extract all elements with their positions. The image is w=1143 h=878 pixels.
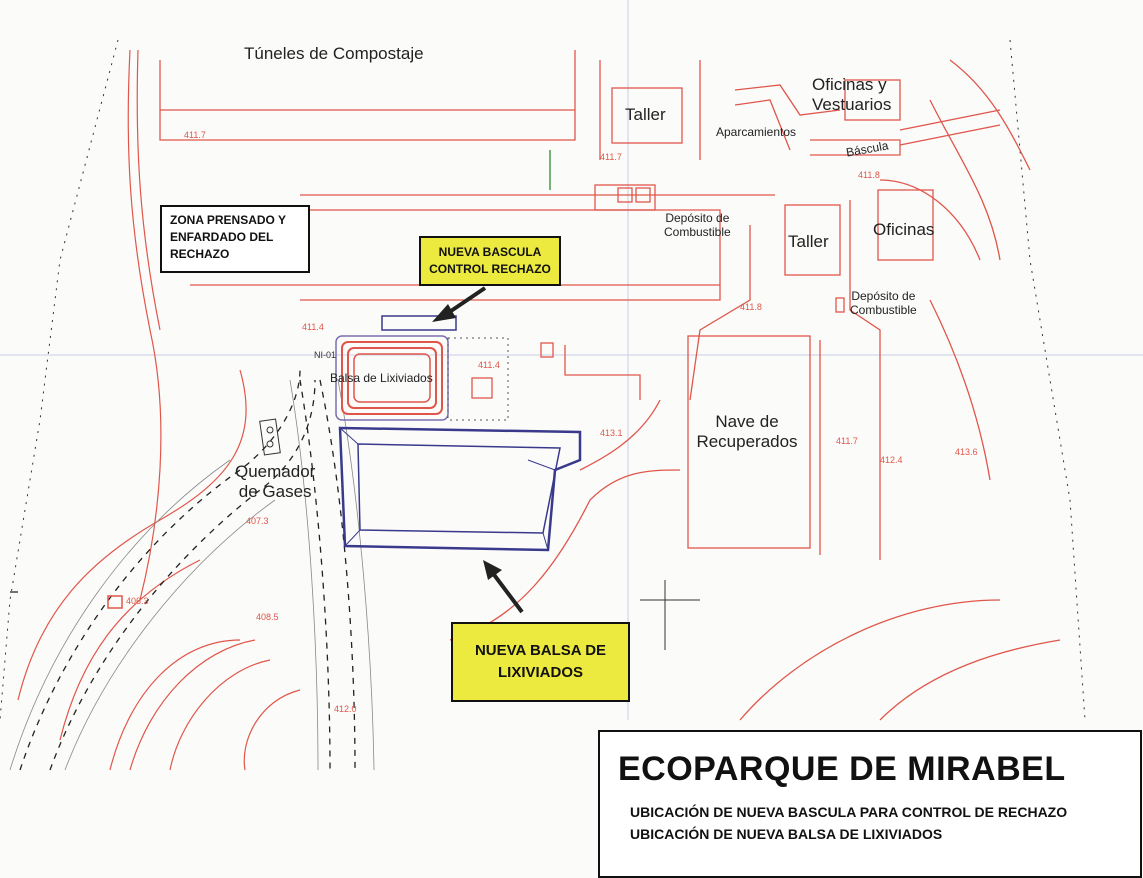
elevation-label: 413.1 [600, 428, 623, 438]
elevation-label: 413.6 [955, 447, 978, 457]
label-deposito-2: Depósito de Combustible [850, 289, 917, 318]
elevation-label: 408.5 [256, 612, 279, 622]
label-oficinas-vestuarios-2: Vestuarios [812, 95, 892, 114]
building-outlines [159, 50, 1061, 721]
existing-leachate-pond [335, 335, 509, 421]
label-nave-line2: Recuperados [696, 431, 798, 451]
label-deposito-1-line2: Combustible [664, 224, 731, 239]
callout-nueva-bascula: NUEVA BASCULA CONTROL RECHAZO [419, 236, 561, 286]
callout-zona-line1: ZONA PRENSADO Y [170, 213, 287, 227]
label-oficinas: Oficinas [873, 220, 935, 239]
elevation-label: 411.4 [302, 322, 324, 332]
elevation-label: 411.4 [478, 360, 500, 370]
label-nave-line1: Nave de [715, 412, 779, 431]
label-tuneles-compostaje: Túneles de Compostaje [244, 44, 424, 63]
elevation-label: 412.4 [880, 455, 903, 465]
elevation-label: 412.0 [334, 704, 357, 714]
label-aparcamientos: Aparcamientos [716, 125, 797, 139]
callout-zona-line2: ENFARDADO DEL [170, 230, 274, 244]
label-quemador-line2: de Gases [238, 481, 312, 501]
label-nave-recuperados: Nave de Recuperados [688, 412, 806, 451]
pond-code-label: NI-01 [314, 350, 337, 360]
new-weighbridge [381, 315, 457, 331]
callout-balsa-line1: NUEVA BALSA DE [474, 642, 607, 659]
label-deposito-1: Depósito de Combustible [664, 211, 731, 240]
map-title: ECOPARQUE DE MIRABEL [618, 750, 1066, 788]
label-deposito-2-line1: Depósito de [851, 289, 916, 303]
road-edges [9, 379, 375, 771]
label-quemador-line1: Quemador [235, 462, 316, 481]
title-block: ECOPARQUE DE MIRABEL UBICACIÓN DE NUEVA … [598, 730, 1142, 878]
survey-crosshair [640, 580, 700, 650]
elevation-label: 407.3 [246, 516, 269, 526]
contour-lines-left [17, 49, 301, 771]
label-oficinas-vestuarios-1: Oficinas y [812, 75, 887, 94]
callout-bascula-line2: CONTROL RECHAZO [429, 262, 551, 276]
gas-burner [259, 418, 281, 456]
label-deposito-1-line1: Depósito de [665, 211, 730, 225]
elevation-label: 406.3 [126, 596, 149, 606]
callout-zona-line3: RECHAZO [170, 247, 230, 261]
callout-nueva-balsa: NUEVA BALSA DE LIXIVIADOS [451, 622, 630, 702]
callout-bascula-line1: NUEVA BASCULA [438, 245, 542, 259]
callout-balsa-line2: LIXIVIADOS [497, 664, 583, 681]
elevation-label: 411.8 [858, 170, 880, 180]
arrow-to-balsa [483, 560, 524, 614]
elevation-label: 411.7 [836, 436, 858, 446]
label-taller-top: Taller [625, 105, 666, 124]
label-deposito-2-line2: Combustible [850, 302, 917, 317]
elevation-label: 411.7 [600, 152, 622, 162]
arrow-to-bascula [432, 286, 487, 322]
road-lines [19, 369, 356, 771]
callout-zona-prensado: ZONA PRENSADO Y ENFARDADO DEL RECHAZO [160, 205, 310, 273]
title-subtitle-2: UBICACIÓN DE NUEVA BALSA DE LIXIVIADOS [630, 826, 943, 842]
new-leachate-pond [338, 426, 582, 552]
site-marker [107, 595, 123, 609]
label-balsa-lixiviados: Balsa de Lixiviados [330, 371, 433, 385]
label-taller-mid: Taller [788, 232, 829, 251]
left-boundary-line [0, 39, 119, 721]
label-quemador-gases: Quemador de Gases [235, 462, 315, 501]
right-boundary-line [1009, 39, 1086, 721]
title-subtitle-1: UBICACIÓN DE NUEVA BASCULA PARA CONTROL … [630, 804, 1068, 820]
coordinate-grid [0, 0, 1143, 720]
elevation-label: 411.7 [184, 130, 206, 140]
elevation-label: 411.8 [740, 302, 762, 312]
